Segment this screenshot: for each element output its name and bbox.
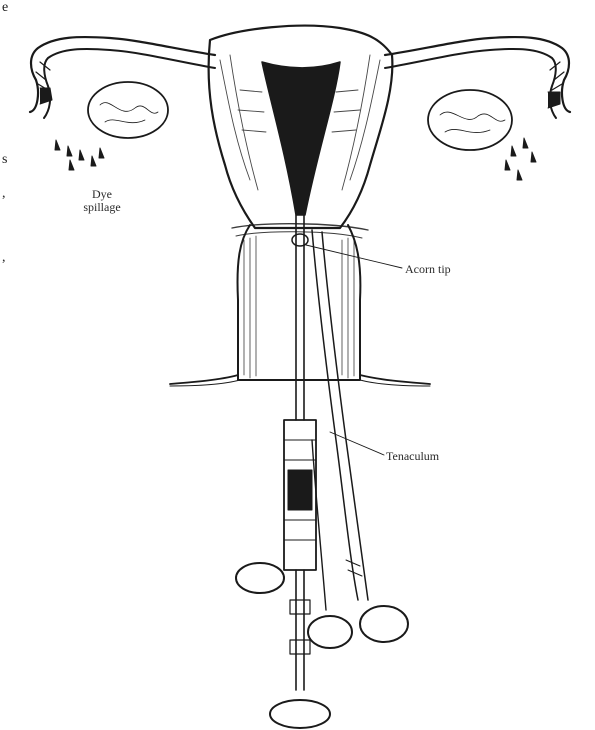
tenaculum-ring-right bbox=[360, 606, 408, 642]
edge-fragment: e bbox=[2, 0, 8, 16]
left-fallopian-tube bbox=[30, 37, 215, 112]
edge-fragment: , bbox=[2, 186, 6, 202]
right-ovary bbox=[428, 90, 512, 150]
uterine-cavity bbox=[262, 62, 340, 215]
acorn-tip bbox=[292, 234, 308, 246]
left-finger-ring bbox=[236, 563, 284, 593]
right-fallopian-tube bbox=[385, 37, 570, 112]
cervix-shading bbox=[232, 224, 368, 378]
bottom-thumb-ring bbox=[270, 700, 330, 728]
edge-fragment: s bbox=[2, 152, 7, 168]
tenaculum-label: Tenaculum bbox=[386, 450, 439, 463]
left-ovary bbox=[88, 82, 168, 138]
left-dye-drops bbox=[55, 140, 104, 170]
edge-fragment: , bbox=[2, 250, 6, 266]
syringe-plunger bbox=[296, 570, 304, 690]
dye-spillage-label: Dye spillage bbox=[60, 188, 144, 214]
acorn-tip-label: Acorn tip bbox=[405, 263, 451, 276]
tenaculum-ring-left bbox=[308, 616, 352, 648]
dye-label-line2: spillage bbox=[60, 201, 144, 214]
right-dye-drops bbox=[505, 138, 536, 180]
